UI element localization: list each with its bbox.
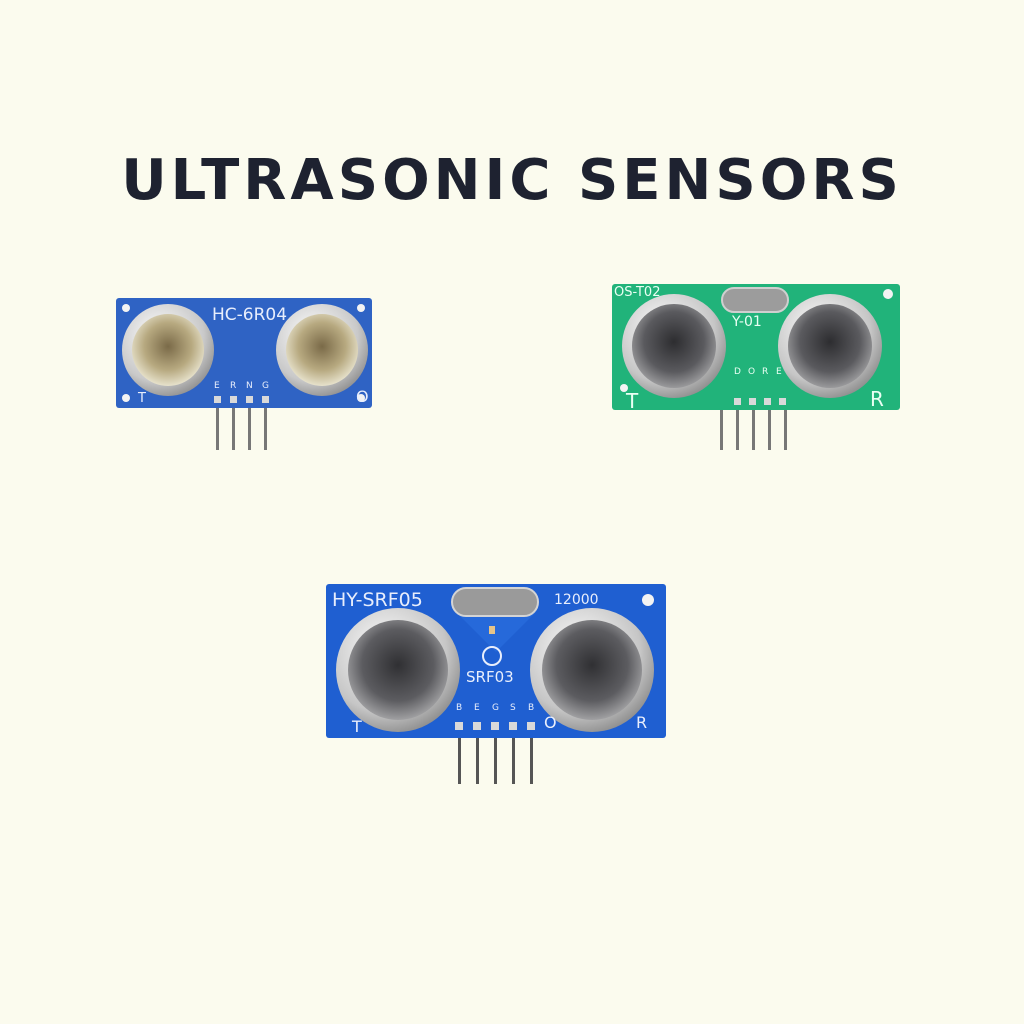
crystal-oscillator (721, 287, 789, 313)
corner-mark-t: T (137, 391, 146, 406)
svg-text:G: G (492, 703, 499, 713)
model-label: HC-6R04 (212, 305, 287, 325)
pin-labels: D O R E (734, 367, 782, 377)
corner-mark-r: R (870, 387, 884, 411)
transducer-left (336, 608, 460, 732)
sub-label: SRF03 (466, 668, 514, 686)
pin-labels: B E G S B (456, 703, 534, 713)
corner-mark-o: O (544, 713, 557, 732)
sensor-hy-srf05: HY-SRF05 12000 SRF03 B E G S B T O R (326, 582, 666, 792)
pin-labels: E R N G (214, 381, 269, 391)
transducer-right (778, 294, 882, 398)
svg-text:R: R (762, 367, 768, 377)
corner-mark-r: R (636, 713, 647, 732)
corner-mark-o: O (356, 387, 369, 406)
model-label: OS-T02 (614, 285, 660, 300)
sensor-os-t02: OS-T02 Y-01 D O R E T R (612, 284, 900, 454)
svg-text:E: E (776, 367, 782, 377)
svg-text:E: E (474, 703, 480, 713)
logo-icon (482, 646, 502, 666)
sensor-hc-6r04: HC-6R04 E R N G T O (116, 296, 372, 456)
pins (720, 404, 787, 450)
model-label: HY-SRF05 (332, 589, 423, 611)
pins (216, 404, 267, 450)
svg-text:O: O (748, 367, 755, 377)
transducer-left (122, 304, 214, 396)
corner-mark-t: T (351, 717, 362, 736)
svg-text:G: G (262, 381, 269, 391)
solder-pads (214, 396, 269, 403)
sub-label: Y-01 (731, 314, 762, 330)
transducer-right (530, 608, 654, 732)
transducer-right (276, 304, 368, 396)
transducer-left (622, 294, 726, 398)
svg-text:S: S (510, 703, 516, 713)
svg-text:D: D (734, 367, 741, 377)
svg-text:N: N (246, 381, 253, 391)
corner-mark-t: T (625, 389, 639, 413)
solder-pads (734, 398, 786, 405)
svg-text:B: B (528, 703, 534, 713)
page-title: ULTRASONIC SENSORS (121, 148, 903, 213)
solder-pads (455, 722, 535, 730)
svg-text:R: R (230, 381, 236, 391)
crystal-oscillator (451, 587, 539, 617)
code-label: 12000 (554, 592, 599, 608)
svg-text:B: B (456, 703, 462, 713)
svg-text:E: E (214, 381, 220, 391)
pins (458, 732, 533, 784)
